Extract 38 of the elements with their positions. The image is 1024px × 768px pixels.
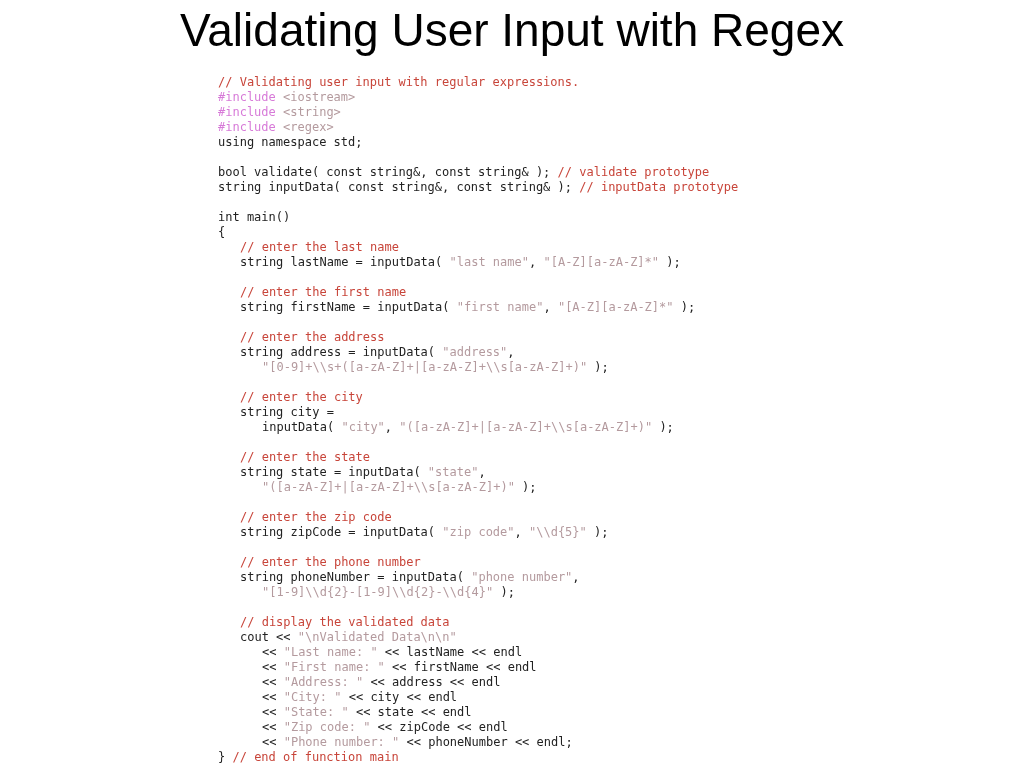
code-line: cout << "\nValidated Data\n\n" <box>240 630 457 645</box>
code-line: inputData( "city", "([a-zA-Z]+|[a-zA-Z]+\\s[a-zA-Z]+)" ); <box>262 420 674 435</box>
code-line: "[1-9]\\d{2}-[1-9]\\d{2}-\\d{4}" ); <box>262 585 515 600</box>
code-line: string lastName = inputData( "last name", "[A-Z][a-zA-Z]*" ); <box>240 255 681 270</box>
code-line: string phoneNumber = inputData( "phone number", <box>240 570 580 585</box>
code-line: // enter the state <box>240 450 371 465</box>
code-line: string zipCode = inputData( "zip code", "\\d{5}" ); <box>240 525 609 540</box>
code-line: // display the validated data <box>240 615 450 630</box>
code-line: int main() <box>218 210 291 225</box>
code-line: string address = inputData( "address", <box>240 345 515 360</box>
code-line: // enter the phone number <box>240 555 421 570</box>
code-line: << "Address: " << address << endl <box>262 675 501 690</box>
code-line: // enter the zip code <box>240 510 392 525</box>
code-line: << "Zip code: " << zipCode << endl <box>262 720 508 735</box>
code-line: #include <iostream> <box>218 90 356 105</box>
code-line: #include <regex> <box>218 120 334 135</box>
code-line: // enter the address <box>240 330 385 345</box>
code-line: using namespace std; <box>218 135 363 150</box>
code-line: << "First name: " << firstName << endl <box>262 660 537 675</box>
code-line: // enter the city <box>240 390 363 405</box>
code-line: "([a-zA-Z]+|[a-zA-Z]+\\s[a-zA-Z]+)" ); <box>262 480 537 495</box>
code-line: // enter the first name <box>240 285 407 300</box>
code-line: << "State: " << state << endl <box>262 705 472 720</box>
code-line: } // end of function main <box>218 750 399 765</box>
code-line: // enter the last name <box>240 240 399 255</box>
code-line: { <box>218 225 226 240</box>
code-line: << "Last name: " << lastName << endl <box>262 645 523 660</box>
code-line: string city = <box>240 405 334 420</box>
code-line: << "City: " << city << endl <box>262 690 458 705</box>
code-line: bool validate( const string&, const string& ); // validate prototype <box>218 165 710 180</box>
code-line: string firstName = inputData( "first name", "[A-Z][a-zA-Z]*" ); <box>240 300 696 315</box>
code-line: "[0-9]+\\s+([a-zA-Z]+|[a-zA-Z]+\\s[a-zA-Z]+)" ); <box>262 360 609 375</box>
code-line: // Validating user input with regular expressions. <box>218 75 580 90</box>
slide-title: Validating User Input with Regex <box>179 3 845 58</box>
code-line: << "Phone number: " << phoneNumber << endl; <box>262 735 573 750</box>
code-line: string inputData( const string&, const string& ); // inputData prototype <box>218 180 739 195</box>
code-line: string state = inputData( "state", <box>240 465 486 480</box>
code-line: #include <string> <box>218 105 341 120</box>
